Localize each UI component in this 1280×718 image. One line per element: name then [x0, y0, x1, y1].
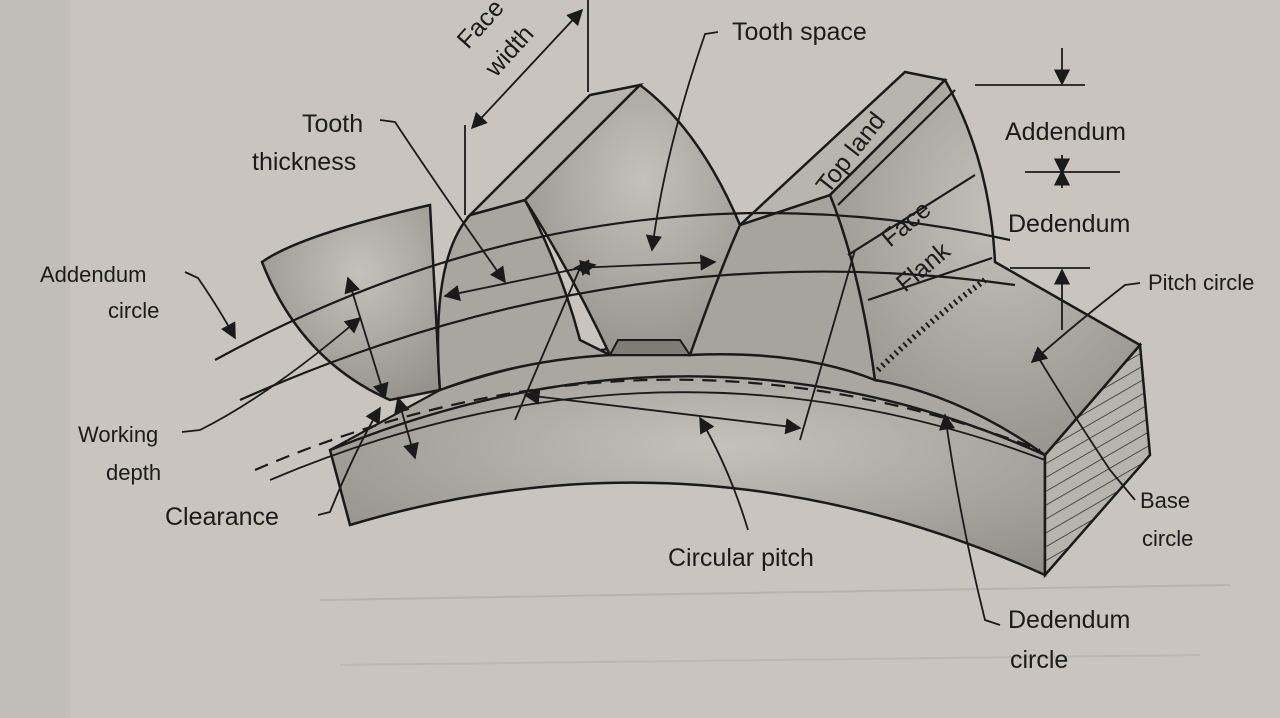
label-addendum: Addendum — [1005, 118, 1126, 146]
addendum-circle-arc — [214, 211, 1011, 361]
label-working-depth-1: Working — [78, 422, 158, 447]
label-tooth-thickness-2: thickness — [252, 148, 356, 176]
label-base-circle-1: Base — [1140, 488, 1190, 513]
label-dedendum-circle-1: Dedendum — [1008, 606, 1130, 634]
label-working-depth-2: depth — [106, 460, 161, 485]
label-addendum-circle-2: circle — [108, 298, 159, 323]
label-addendum-circle-1: Addendum — [40, 262, 146, 287]
label-tooth-space: Tooth space — [732, 18, 867, 46]
label-base-circle-2: circle — [1142, 526, 1193, 551]
gear-teeth — [260, 70, 1142, 457]
label-circular-pitch: Circular pitch — [668, 544, 814, 572]
label-pitch-circle: Pitch circle — [1148, 270, 1254, 295]
dimension-annotations — [181, 0, 1141, 626]
label-dedendum-circle-2: circle — [1010, 646, 1068, 674]
label-clearance: Clearance — [165, 503, 279, 531]
label-dedendum: Dedendum — [1008, 210, 1130, 238]
label-tooth-thickness-1: Tooth — [302, 110, 363, 138]
